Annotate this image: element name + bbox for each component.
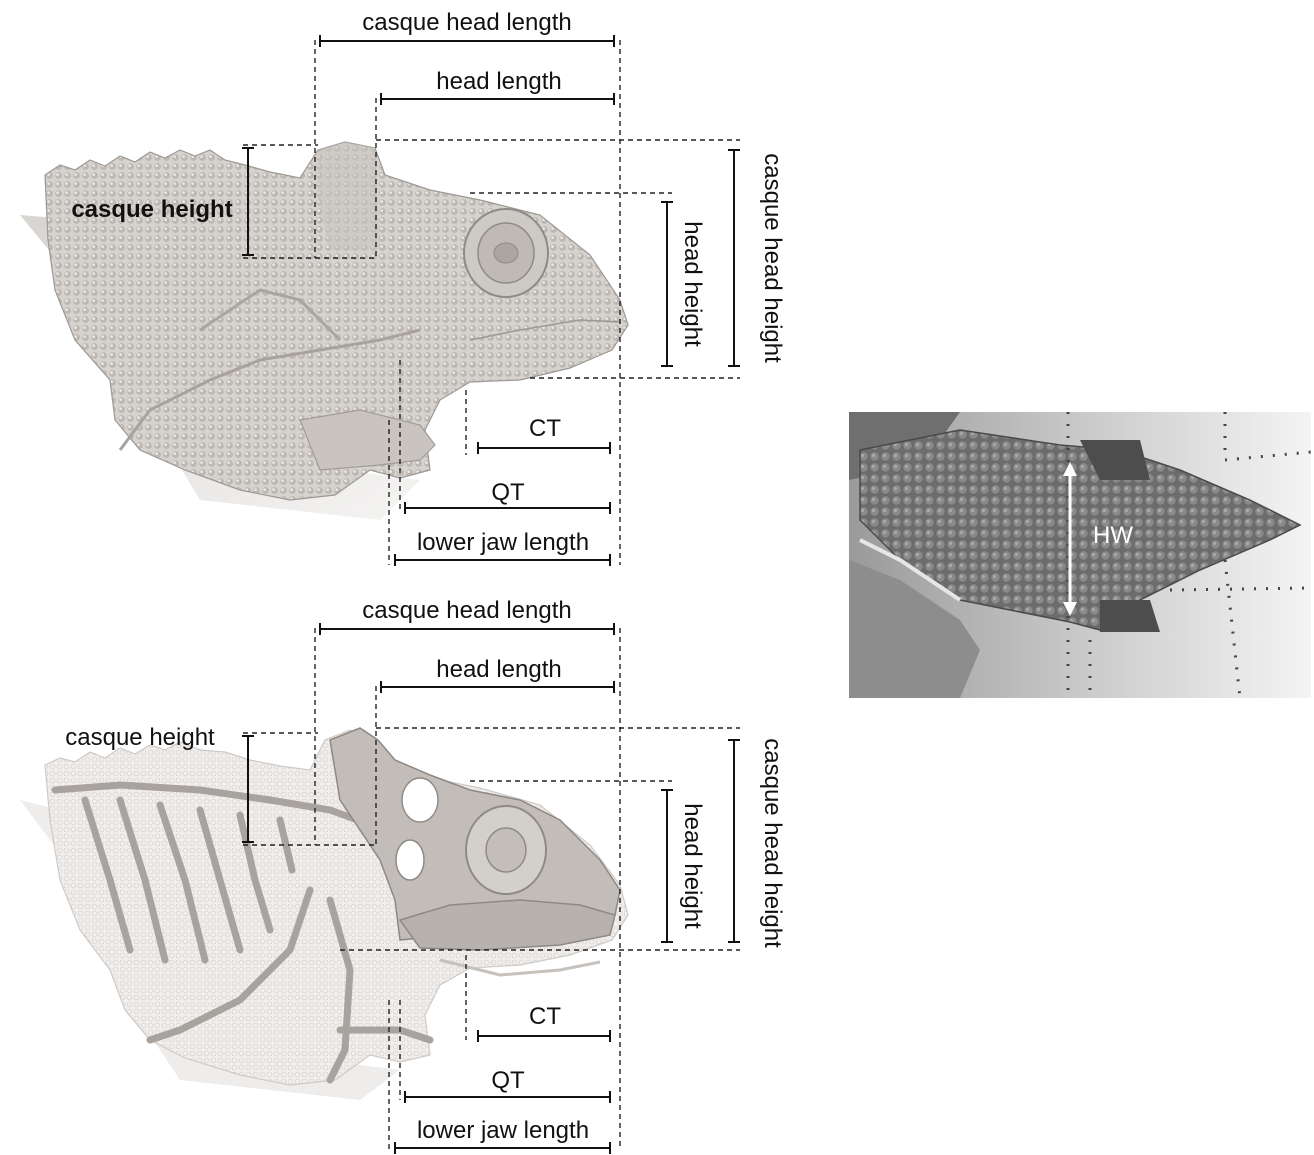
top-qt-label: QT: [491, 479, 525, 506]
bottom-casque-head-length-label: casque head length: [362, 597, 572, 624]
top-casque-height-label: casque height: [71, 196, 232, 223]
bottom-qt-label: QT: [491, 1067, 525, 1094]
bottom-casque-height-label: casque height: [65, 724, 215, 751]
bottom-lower-jaw-length-label: lower jaw length: [417, 1117, 589, 1144]
bottom-head-length-label: head length: [436, 656, 561, 683]
bottom-casque-head-height-label: casque head height: [759, 738, 786, 948]
top-ct-label: CT: [529, 415, 561, 442]
bottom-ct-label: CT: [529, 1003, 561, 1030]
top-lower-jaw-length-label: lower jaw length: [417, 529, 589, 556]
top-head-length-label: head length: [436, 68, 561, 95]
bottom-head-height-label: head height: [679, 803, 706, 929]
top-casque-head-height-label: casque head height: [759, 153, 786, 363]
head-width-photo: [849, 412, 1311, 698]
bottom-specimen-illustration: [20, 728, 628, 1100]
hw-label: HW: [1093, 522, 1133, 549]
top-head-height-label: head height: [679, 221, 706, 347]
top-casque-head-length-label: casque head length: [362, 9, 572, 36]
